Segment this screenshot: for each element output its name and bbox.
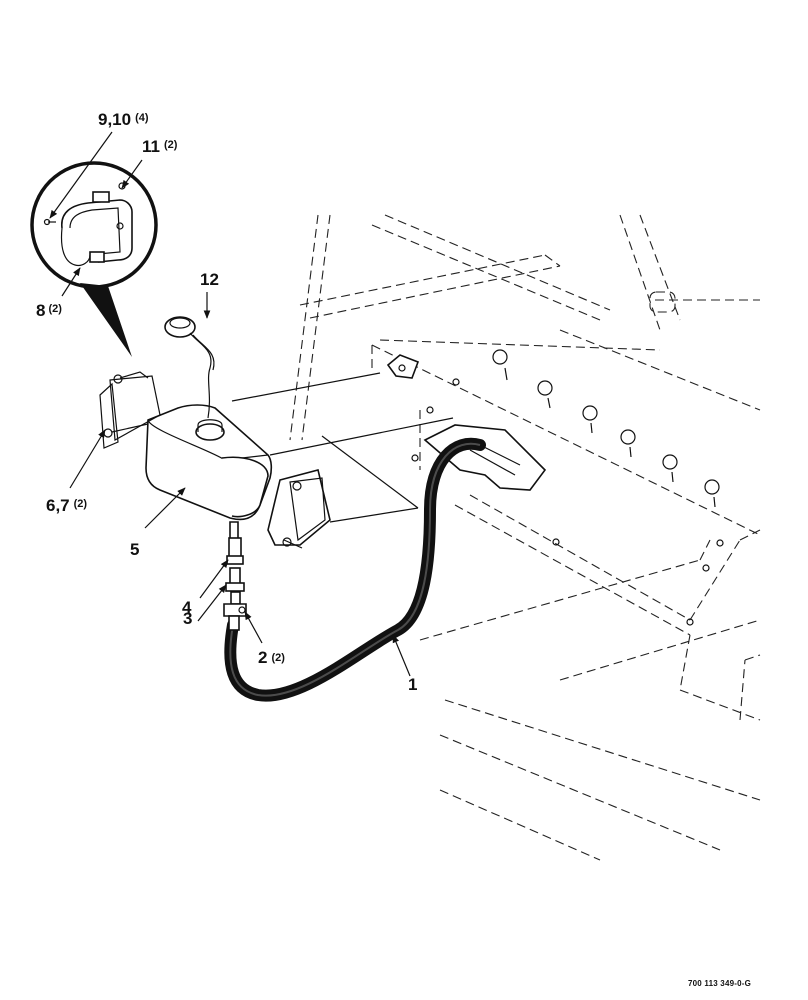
bracket-right — [267, 469, 331, 549]
callout-9-10-qty: (4) — [135, 112, 149, 124]
detail-view — [30, 161, 158, 357]
svg-text:9,10(4): 9,10 (4) — [98, 110, 149, 129]
hose — [224, 437, 486, 702]
assembly-lines — [231, 372, 454, 523]
svg-text:11(2): 11 (2) — [142, 137, 178, 156]
callout-11-number: 11 — [142, 137, 160, 156]
callout-2-number: 2 — [258, 648, 267, 667]
svg-text:2(2): 2 (2) — [258, 648, 285, 667]
tank — [145, 404, 273, 541]
callout-3-number: 3 — [183, 609, 192, 628]
svg-text:6,7(2): 6,7 (2) — [46, 496, 87, 515]
svg-text:8(2): 8(2) — [36, 301, 62, 320]
callout-12-number: 12 — [200, 270, 219, 289]
callout-9-10-number: 9,10 — [98, 110, 131, 129]
callout-11-qty: (2) — [164, 139, 178, 151]
callout-8-number: 8 — [36, 301, 45, 320]
fittings — [223, 537, 247, 631]
callout-5-number: 5 — [130, 540, 139, 559]
callout-1-number: 1 — [408, 675, 417, 694]
callout-6-7-qty: (2) — [74, 498, 88, 510]
callout-8-qty: (2) — [48, 303, 62, 315]
filler-cap — [164, 316, 215, 419]
callout-4-number: 4 — [182, 598, 192, 617]
callouts: 9,10(4) 11(2) 8(2) 12 6,7(2) 5 4 3 2(2) … — [36, 110, 417, 694]
callout-6-7-number: 6,7 — [46, 496, 70, 515]
document-number: 700 113 349-0-G — [688, 979, 752, 988]
machine-frame — [289, 214, 761, 861]
leader-lines — [49, 131, 411, 677]
callout-2-qty: (2) — [271, 652, 285, 664]
